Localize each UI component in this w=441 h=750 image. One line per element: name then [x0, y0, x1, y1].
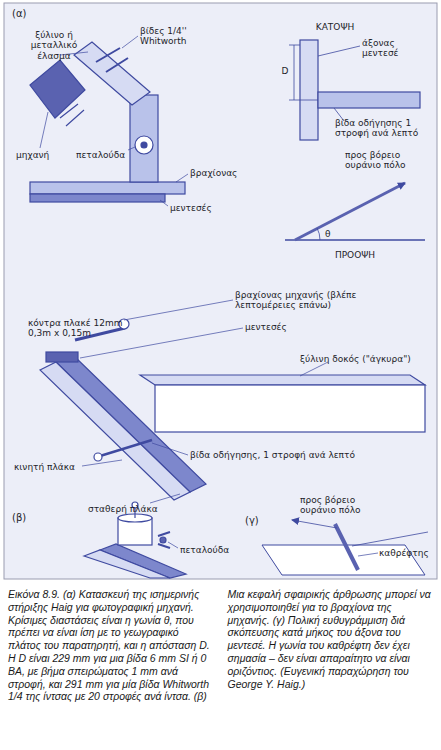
ball-head	[158, 532, 170, 548]
part-label: άξονας μεντεσέ	[362, 38, 432, 59]
leader-line	[40, 112, 48, 148]
ball-head	[160, 537, 166, 543]
front-view	[317, 228, 320, 240]
mount-detail	[30, 42, 185, 202]
dimension-line	[289, 45, 360, 121]
part-tag: (β)	[12, 512, 42, 524]
mirror-sighting	[358, 553, 378, 556]
part-label: μεντεσές	[170, 203, 230, 213]
part-label: ξύλινο ή μεταλλικό έλασμα	[18, 30, 90, 61]
mount-detail	[74, 42, 150, 105]
leader-line	[168, 542, 178, 548]
leader-line	[176, 174, 188, 182]
leader-line	[160, 200, 168, 206]
direction-label: προς βόρειο ουράνιο πόλο	[345, 150, 435, 171]
figure-caption: Εικόνα 8.9. (α) Κατασκευή της ισημερινής…	[8, 588, 433, 703]
drive-assembly	[100, 440, 152, 456]
mirror-sighting	[335, 524, 358, 570]
dimension-line	[318, 46, 360, 56]
mount-detail	[130, 95, 158, 182]
part-label: πεταλούδα	[76, 150, 130, 160]
leader-line	[152, 443, 188, 455]
drive-assembly	[46, 352, 78, 362]
angle-label: θ	[325, 229, 337, 239]
drive-assembly	[94, 453, 102, 461]
drive-assembly	[40, 319, 425, 500]
mirror-sighting	[292, 520, 337, 528]
view-title: ΚΑΤΟΨΗ	[300, 22, 370, 32]
mirror-sighting	[262, 520, 428, 575]
drive-assembly	[155, 385, 425, 432]
leader-line	[300, 362, 328, 376]
mount-detail	[30, 194, 165, 202]
part-label: ξύλινη δοκός ("άγκυρα")	[300, 354, 432, 364]
mount-detail	[135, 136, 153, 154]
mount-detail	[60, 104, 84, 126]
part-label: βίδες 1/4'' Whitworth	[140, 26, 220, 47]
leader-line	[80, 328, 243, 358]
ball-head	[84, 502, 186, 578]
part-tag: (γ)	[245, 515, 275, 527]
direction-label: προς βόρειο ουράνιο πόλο	[300, 495, 390, 516]
drive-assembly	[140, 375, 425, 385]
mount-detail	[96, 48, 128, 72]
view-title: ΠΡΟΟΨΗ	[320, 250, 390, 260]
part-label: κινητή πλάκα	[14, 462, 82, 472]
front-view	[285, 183, 425, 240]
mirror-sighting	[352, 532, 428, 546]
part-label: βραχίονας	[190, 168, 250, 178]
mount-detail	[141, 142, 147, 148]
front-view	[295, 183, 405, 240]
part-label: πεταλούδα	[180, 545, 240, 555]
leader-line	[150, 494, 180, 503]
leader-line	[80, 300, 328, 503]
dimension-line	[289, 45, 318, 100]
part-label: βραχίονας μηχανής (βλέπε λεπτομέρειες επ…	[235, 290, 365, 311]
part-tag: (α)	[12, 8, 42, 20]
drive-assembly	[56, 354, 206, 492]
part-label: μηχανή	[16, 150, 66, 160]
leader-line	[40, 36, 188, 206]
part-label: κόντρα πλακέ 12mm 0,3m x 0,15m	[28, 318, 128, 339]
leader-line	[122, 36, 138, 48]
leader-line	[124, 300, 233, 320]
part-label: καθρέφτης	[379, 548, 437, 558]
part-label: μεντεσές	[245, 322, 305, 332]
drive-assembly	[40, 362, 190, 500]
part-label: σταθερή πλάκα	[88, 504, 168, 514]
dimension-label: D	[279, 66, 291, 76]
ball-head	[84, 550, 170, 578]
mount-detail	[30, 182, 185, 194]
plan-view	[300, 40, 318, 140]
leader-line	[82, 460, 122, 466]
front-view	[285, 239, 425, 241]
mount-detail	[30, 60, 85, 118]
figure-panel	[4, 3, 437, 579]
part-label: βίδα οδήγησης, 1 στροφή ανά λεπτό	[190, 450, 362, 460]
plan-view	[318, 92, 420, 108]
leader-line	[128, 147, 135, 150]
part-label: βίδα οδήγησης 1 στροφή ανά λεπτό	[335, 118, 435, 139]
illustration	[0, 0, 441, 580]
